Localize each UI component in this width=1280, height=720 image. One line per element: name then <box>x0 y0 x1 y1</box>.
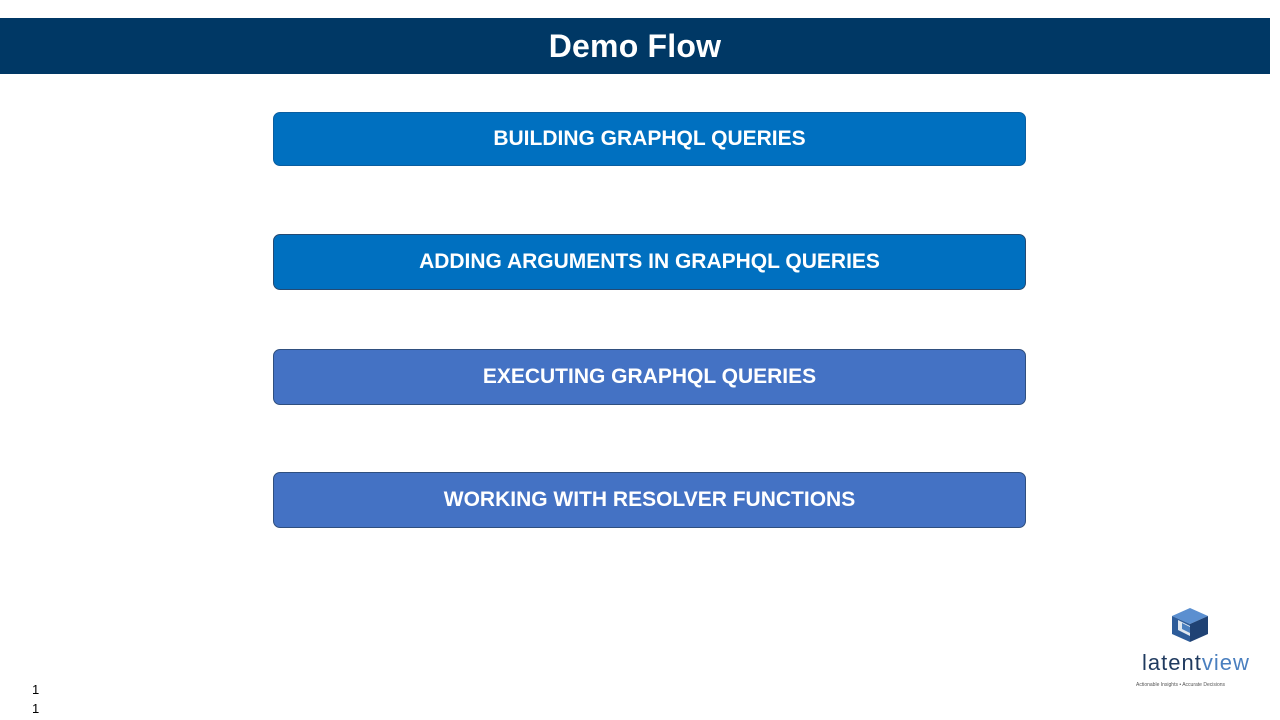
latentview-logo-icon <box>1172 608 1208 642</box>
flow-step-building-queries: BUILDING GRAPHQL QUERIES <box>273 112 1026 166</box>
logo-word-view: view <box>1201 650 1250 675</box>
logo-wordmark: latentview <box>1142 650 1250 676</box>
slide-title: Demo Flow <box>548 27 722 64</box>
flow-step-executing-queries: EXECUTING GRAPHQL QUERIES <box>273 349 1026 405</box>
slide-number-repeat: 1 <box>32 701 40 716</box>
logo-word-latent: latent <box>1142 650 1202 675</box>
flow-step-adding-arguments: ADDING ARGUMENTS IN GRAPHQL QUERIES <box>273 234 1026 290</box>
title-bar: Demo Flow <box>0 18 1270 74</box>
flow-step-resolver-functions: WORKING WITH RESOLVER FUNCTIONS <box>273 472 1026 528</box>
logo-tagline: Actionable Insights • Accurate Decisions <box>1136 682 1226 688</box>
slide-number: 1 <box>32 682 40 697</box>
company-logo: latentview Actionable Insights • Accurat… <box>1134 606 1250 692</box>
